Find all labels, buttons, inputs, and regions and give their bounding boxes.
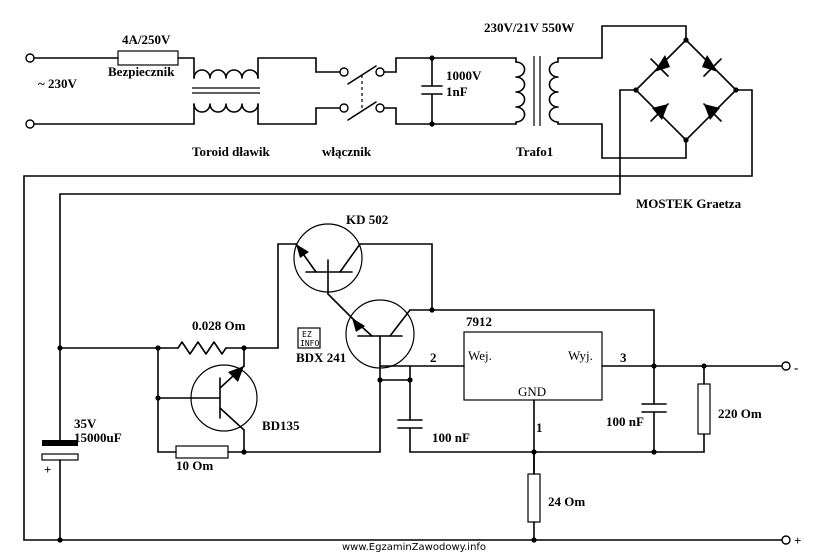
input-voltage-label: ~ 230V: [38, 76, 78, 91]
logo-bottom-text: INFO: [300, 339, 319, 348]
output-terminal-minus: [781, 361, 791, 371]
resistor-24-label: 24 Om: [548, 494, 585, 509]
watermark: www.EgzaminZawodowy.info: [342, 542, 486, 552]
main-cap-voltage-label: 35V: [74, 416, 97, 431]
regulator-7912: 7912 Wej. Wyj. GND 2 3 1: [379, 314, 783, 475]
resistor-220-ohm: 220 Om: [697, 365, 762, 453]
bridge-rectifier: MOSTEK Graetza: [23, 25, 753, 211]
switch-name-label: włącznik: [322, 144, 372, 159]
resistor-10-ohm: 10 Om: [157, 445, 381, 473]
resistor-24-ohm: 24 Om: [527, 451, 585, 541]
bridge-name-label: MOSTEK Graetza: [636, 196, 742, 211]
logo-top-text: EZ: [302, 330, 312, 339]
pin-wyj-label: Wyj.: [568, 348, 593, 363]
output-terminal-plus: [781, 535, 791, 545]
bd135-transistor: BD135: [155, 347, 300, 453]
pin-3-label: 3: [620, 350, 627, 365]
left-rails: [23, 175, 783, 543]
mains-input-section: ~ 230V 4A/250V Bezpiecznik: [25, 32, 195, 129]
power-switch: włącznik: [315, 57, 397, 159]
pin-1-label: 1: [536, 420, 543, 435]
bridge-diode-1: [650, 55, 670, 77]
cap-100nf-output: 100 nF: [606, 309, 667, 453]
kd502-transistor: KD 502: [277, 212, 433, 349]
main-cap-value-label: 15000uF: [74, 430, 122, 445]
toroid-choke: Toroid dławik: [192, 57, 317, 159]
output-terminals: - +: [781, 360, 801, 548]
trafo-rating-label: 230V/21V 550W: [484, 20, 574, 35]
output-plus-label: +: [794, 533, 801, 548]
input-capacitor: 1000V 1nF: [395, 55, 517, 127]
pin-gnd-label: GND: [518, 384, 546, 399]
fuse: [117, 50, 179, 66]
regulator-label: 7912: [466, 314, 492, 329]
bd135-label: BD135: [262, 418, 300, 433]
pin-wej-label: Wej.: [468, 348, 492, 363]
ez-info-logo: EZ INFO: [297, 327, 321, 349]
sense-resistor: 0.028 Om: [59, 318, 279, 355]
main-cap-plus: +: [44, 462, 51, 477]
resistor-10-label: 10 Om: [176, 458, 213, 473]
input-terminal-top: [25, 53, 35, 63]
main-electrolytic-capacitor: + 35V 15000uF: [41, 416, 122, 541]
cap-100nf-input: 100 nF: [397, 377, 470, 453]
fuse-name-label: Bezpiecznik: [108, 64, 175, 79]
bridge-diode-3: [650, 103, 669, 122]
fuse-rating-label: 4A/250V: [122, 32, 171, 47]
transformer: 230V/21V 550W Trafo1: [484, 20, 687, 159]
cap-in-value-label: 1nF: [446, 84, 468, 99]
output-minus-label: -: [794, 360, 798, 375]
cap-100-in-label: 100 nF: [432, 430, 470, 445]
cap-100-out-label: 100 nF: [606, 414, 644, 429]
trafo-name-label: Trafo1: [516, 144, 553, 159]
cap-in-voltage-label: 1000V: [446, 68, 482, 83]
bdx241-label: BDX 241: [296, 350, 346, 365]
resistor-220-label: 220 Om: [718, 406, 762, 421]
pin-2-label: 2: [430, 350, 437, 365]
bridge-diode-2: [702, 55, 722, 77]
kd502-label: KD 502: [346, 212, 388, 227]
sense-resistor-label: 0.028 Om: [192, 318, 246, 333]
choke-name-label: Toroid dławik: [192, 144, 270, 159]
input-terminal-bottom: [25, 119, 35, 129]
bridge-diode-4: [703, 103, 722, 122]
